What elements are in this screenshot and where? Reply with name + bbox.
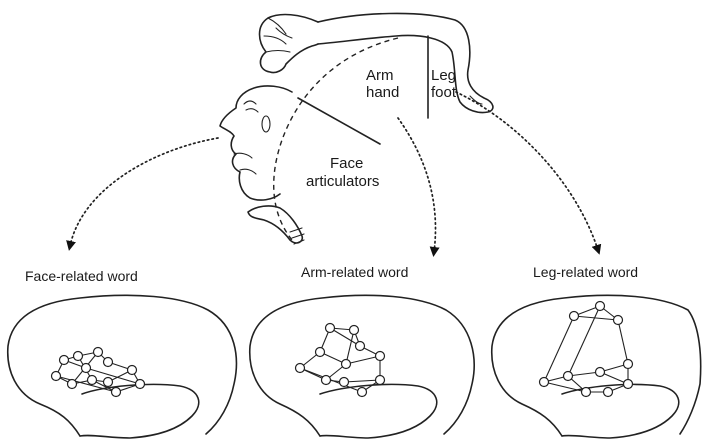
brain-outline — [8, 295, 237, 436]
brain-leg-related — [492, 295, 701, 438]
brain-outline — [250, 295, 474, 436]
face-arm-divider — [298, 98, 380, 144]
caption-leg-word: Leg-related word — [533, 264, 638, 280]
label-arm: Arm — [366, 67, 394, 84]
leg-drawing — [318, 13, 493, 112]
brain-outline — [492, 295, 701, 436]
label-face: Face — [330, 155, 363, 172]
projection-arrows — [70, 92, 598, 252]
label-hand: hand — [366, 84, 399, 101]
brain-face-related — [8, 295, 237, 438]
captions: Face-related word Arm-related word Leg-r… — [25, 264, 638, 284]
temporal-lobe-outline — [562, 384, 679, 438]
label-articulators: articulators — [306, 173, 379, 190]
arm-hand-drawing — [260, 15, 319, 73]
temporal-lobe-outline — [320, 384, 437, 438]
arrow-leg — [456, 92, 598, 250]
neural-assembly — [540, 302, 633, 397]
arrow-arm — [398, 118, 436, 252]
homunculus-figure — [220, 13, 493, 244]
region-labels: Arm hand Leg foot Face articulators — [306, 67, 457, 190]
arrow-face — [70, 138, 218, 246]
brain-arm-related — [250, 295, 474, 438]
temporal-lobe-outline — [80, 384, 199, 438]
caption-face-word: Face-related word — [25, 268, 138, 284]
caption-arm-word: Arm-related word — [301, 264, 408, 280]
label-foot: foot — [431, 84, 457, 101]
label-leg: Leg — [431, 67, 456, 84]
neural-assembly — [296, 324, 385, 397]
